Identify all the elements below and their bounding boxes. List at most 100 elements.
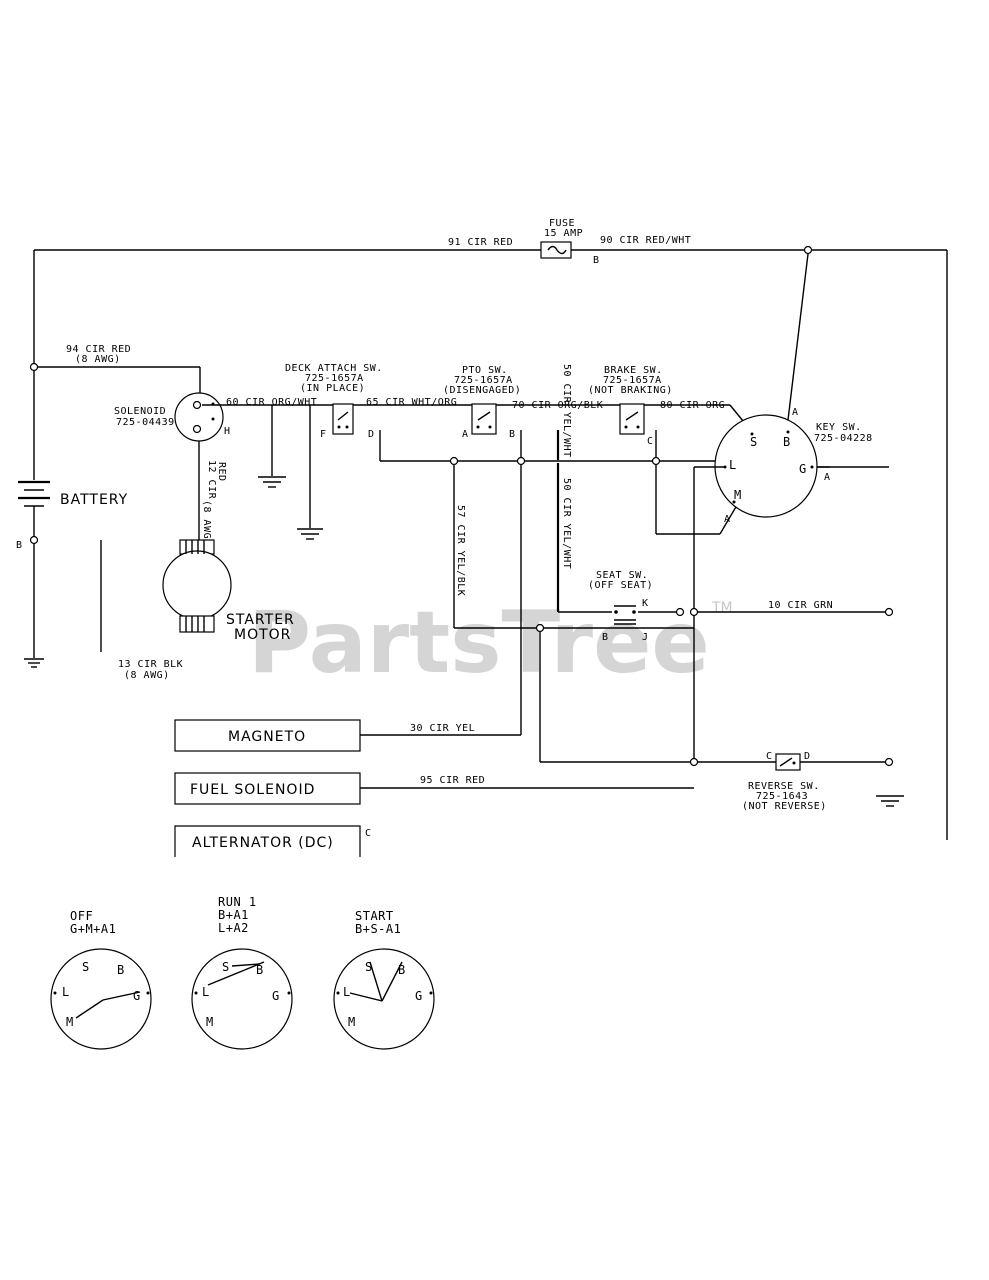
- wire-91-label: 91 CIR RED: [448, 237, 513, 248]
- ground-symbol: [258, 476, 286, 488]
- key-terminal-m: M: [734, 488, 742, 502]
- key-run-s: S: [222, 960, 230, 974]
- key-off-g: G: [133, 989, 141, 1003]
- seat-switch: [614, 605, 676, 625]
- wire-30-label: 30 CIR YEL: [410, 723, 475, 734]
- key-off-m: M: [66, 1015, 74, 1029]
- key-run-title: RUN 1: [218, 895, 257, 909]
- pto-switch: [471, 403, 497, 435]
- ground-symbol: [297, 528, 323, 540]
- seat-switch-title: SEAT SW.: [596, 570, 648, 581]
- key-position-start: START B+S-A1 S B L G M: [333, 909, 435, 1050]
- pto-switch-part: 725-1657A: [454, 375, 513, 386]
- magneto-box: [174, 719, 361, 752]
- wire-50-label-top: 50 CIR: [561, 364, 572, 404]
- key-pin-a-top: A: [792, 407, 799, 418]
- seat-switch-pin-j: J: [642, 632, 649, 643]
- wire-70-label: 70 CIR ORG/BLK: [512, 400, 603, 411]
- pto-switch-title: PTO SW.: [462, 365, 508, 376]
- junction-node: [516, 456, 526, 466]
- wire-13-gauge: (8 AWG): [124, 670, 170, 681]
- wire-57-label: 57 CIR YEL/BLK: [455, 505, 466, 596]
- deck-switch-part: 725-1657A: [305, 373, 364, 384]
- reverse-switch-title: REVERSE SW.: [748, 781, 820, 792]
- wire-12-color: RED: [216, 462, 227, 482]
- junction-node: [29, 362, 39, 372]
- reverse-switch: [775, 753, 894, 771]
- wire-90-to-key: [787, 253, 809, 421]
- wire-94-gauge: (8 AWG): [75, 354, 121, 365]
- fuse-rating: 15 AMP: [544, 228, 583, 239]
- solenoid-title: SOLENOID: [114, 406, 166, 417]
- deck-switch-state: (IN PLACE): [300, 383, 365, 394]
- alternator-label: ALTERNATOR (DC): [192, 835, 334, 851]
- key-start-m: M: [348, 1015, 356, 1029]
- solenoid-part: 725-04439: [116, 417, 175, 428]
- seat-switch-pin-k: K: [642, 598, 649, 609]
- seat-switch-state: (OFF SEAT): [588, 580, 653, 591]
- key-run-line1: B+A1: [218, 908, 249, 922]
- switch-common-bus: [379, 430, 741, 535]
- key-pin-a-right: A: [824, 472, 831, 483]
- wire-80-label: 80 CIR ORG: [660, 400, 725, 411]
- key-pin-a-bottom: A: [724, 514, 731, 525]
- wire-12-gauge: (8 AWG): [201, 500, 212, 546]
- brake-switch-part: 725-1657A: [603, 375, 662, 386]
- wire-50-label-bot: 50 CIR YEL/WHT: [561, 478, 572, 569]
- fuel-solenoid-box: [174, 772, 361, 805]
- wire-95-label: 95 CIR RED: [420, 775, 485, 786]
- key-switch: [714, 414, 889, 518]
- watermark: PartsTree: [248, 593, 710, 693]
- battery-pin-b: B: [16, 540, 23, 551]
- reverse-switch-pin-d: D: [804, 751, 811, 762]
- wire-60-label: 60 CIR ORG/WHT: [226, 397, 317, 408]
- key-position-off: OFF G+M+A1 S B L G M: [50, 909, 152, 1050]
- key-start-line1: B+S-A1: [355, 922, 401, 936]
- wire-94-label: 94 CIR RED: [66, 344, 131, 355]
- starter-label-2: MOTOR: [234, 627, 291, 643]
- key-start-s: S: [365, 960, 373, 974]
- fuel-solenoid-label: FUEL SOLENOID: [190, 782, 315, 798]
- key-terminal-g: G: [799, 462, 807, 476]
- wire-50-label-mid: YEL/WHT: [561, 412, 572, 458]
- junction-node: [689, 607, 699, 617]
- brake-switch-state: (NOT BRAKING): [588, 385, 673, 396]
- wire-10-label: 10 CIR GRN: [768, 600, 833, 611]
- key-run-g: G: [272, 989, 280, 1003]
- reverse-switch-state: (NOT REVERSE): [742, 801, 827, 812]
- junction-node: [449, 456, 459, 466]
- solenoid: [174, 392, 224, 442]
- junction-node: [651, 456, 661, 466]
- key-run-b: B: [256, 963, 264, 977]
- wire-12-label: 12 CIR: [206, 460, 217, 500]
- top-bus: [33, 249, 948, 840]
- fuse: [540, 241, 572, 259]
- key-start-title: START: [355, 909, 394, 923]
- wire-10-terminal: [884, 607, 894, 617]
- magneto-label: MAGNETO: [228, 729, 306, 745]
- starter-motor: [162, 539, 232, 633]
- key-start-b: B: [398, 963, 406, 977]
- key-off-title: OFF: [70, 909, 93, 923]
- key-off-line1: G+M+A1: [70, 922, 116, 936]
- junction-node: [803, 245, 813, 255]
- watermark-tm: TM: [711, 600, 733, 616]
- key-run-m: M: [206, 1015, 214, 1029]
- solenoid-pin-h: H: [224, 426, 231, 437]
- battery-label: BATTERY: [60, 492, 128, 508]
- wire-13-label: 13 CIR BLK: [118, 659, 183, 670]
- wire-65-label: 65 CIR WHT/ORG: [366, 397, 457, 408]
- deck-switch-pin-d: D: [368, 429, 375, 440]
- key-switch-part: 725-04228: [814, 433, 873, 444]
- battery-symbol: [18, 370, 50, 668]
- key-terminal-b: B: [783, 435, 791, 449]
- deck-switch-title: DECK ATTACH SW.: [285, 363, 383, 374]
- brake-switch-pin-c: C: [647, 436, 654, 447]
- pto-switch-pin-a: A: [462, 429, 469, 440]
- ground-symbol: [876, 795, 904, 807]
- reverse-switch-part: 725-1643: [756, 791, 808, 802]
- key-start-g: G: [415, 989, 423, 1003]
- key-terminal-l: L: [729, 458, 737, 472]
- key-off-l: L: [62, 985, 70, 999]
- reverse-switch-pin-c: C: [766, 751, 773, 762]
